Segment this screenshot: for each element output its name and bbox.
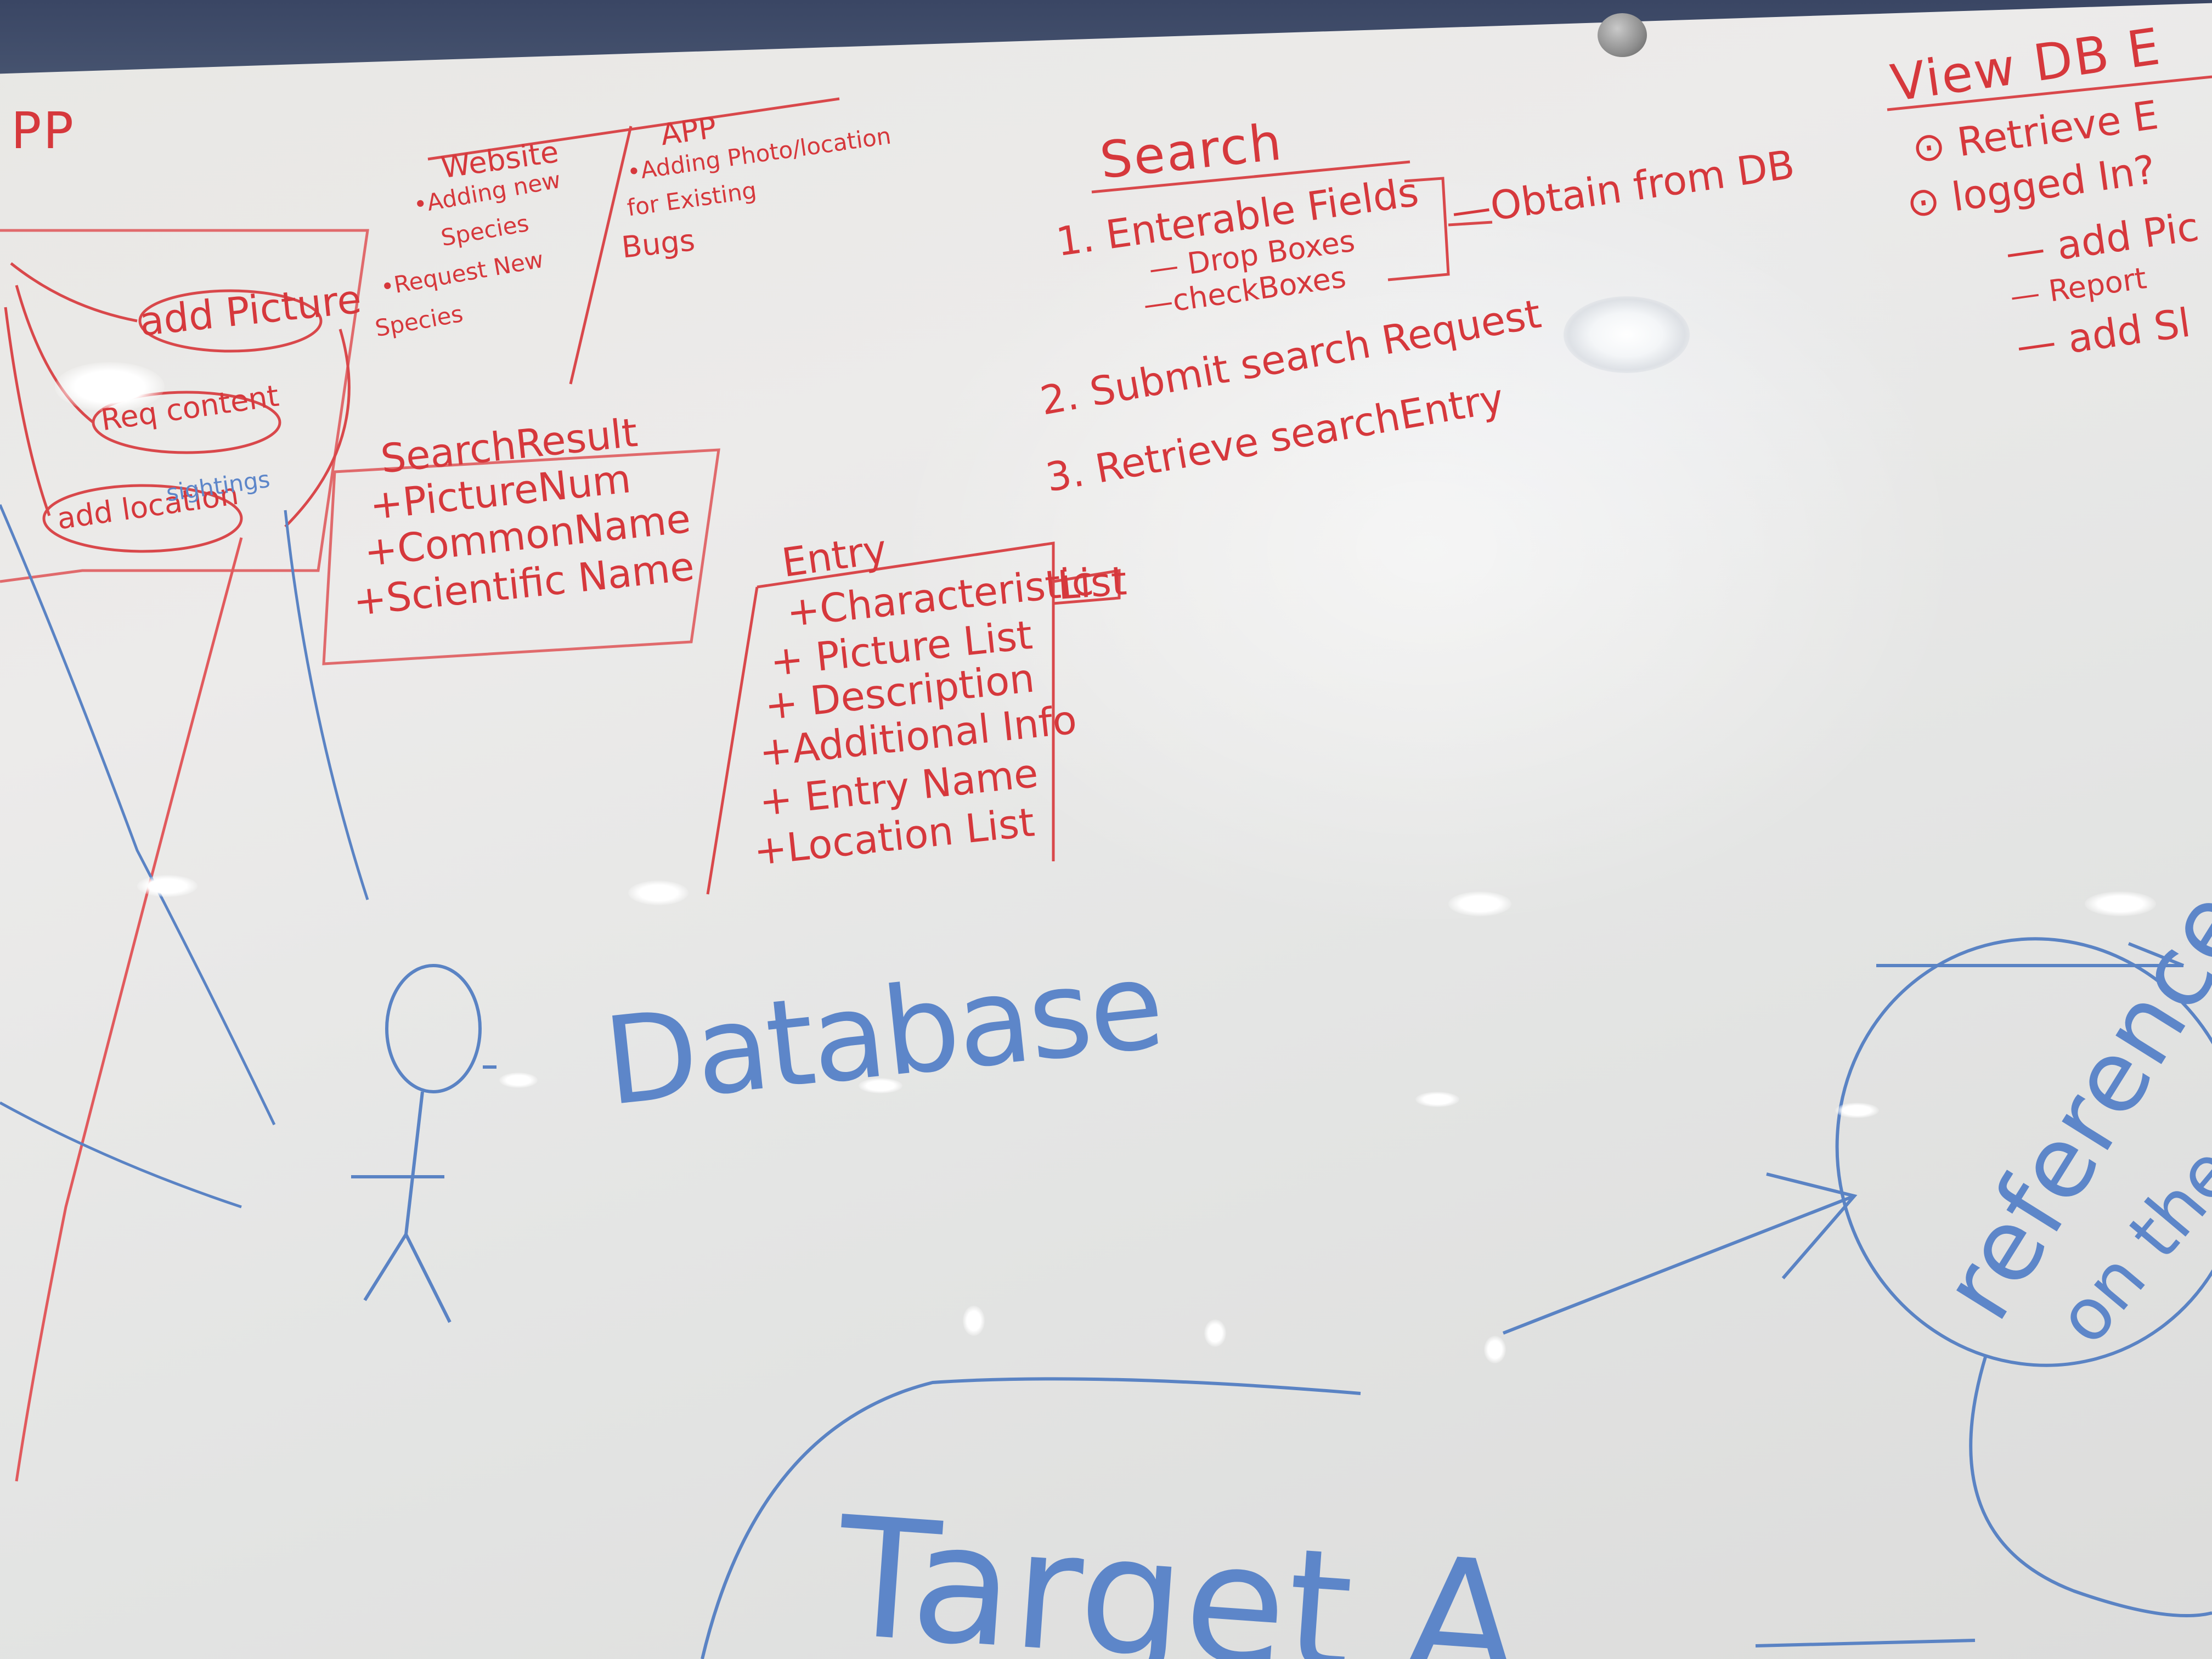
viewdb-underline — [1887, 75, 2212, 111]
search-underline — [1091, 160, 1410, 194]
stick-figure-body — [351, 1091, 452, 1323]
entry-side-label: List — [1056, 557, 1128, 608]
reference-curve — [1969, 1355, 2212, 1617]
left-app-heading: PP — [11, 101, 75, 160]
target-arrow-bottom — [1755, 1639, 1976, 1647]
glare-1 — [137, 875, 198, 897]
glare-11 — [1484, 1336, 1506, 1363]
blue-line-mid — [284, 510, 369, 900]
glare-3 — [1448, 891, 1511, 916]
glare-left — [55, 362, 165, 411]
glare-5 — [499, 1073, 538, 1088]
glare-7 — [1415, 1092, 1459, 1107]
glare-9 — [963, 1306, 985, 1336]
glare-4 — [2085, 891, 2156, 916]
website-app-table-top — [427, 97, 840, 161]
search-result-box — [322, 448, 720, 665]
red-line-left — [15, 537, 243, 1482]
search-bracket — [1387, 177, 1493, 281]
blue-line-left — [0, 504, 276, 1126]
glare-10 — [1204, 1319, 1226, 1347]
target-cloud — [701, 1377, 1361, 1659]
flow-bubble-add-location — [42, 484, 243, 553]
glare-8 — [1835, 1103, 1879, 1118]
reference-arrow — [1502, 1172, 1858, 1335]
board-magnet — [1598, 13, 1647, 57]
website-app-divider — [569, 126, 633, 385]
ceiling-lamp-reflection — [1564, 296, 1690, 373]
flow-bubble-add-picture — [138, 289, 323, 353]
stick-figure-head — [385, 964, 482, 1093]
flow-arrows — [4, 262, 138, 516]
flow-curve — [284, 329, 351, 528]
flow-frame — [0, 229, 369, 583]
glare-2 — [628, 881, 689, 905]
reference-arrow-top — [1876, 942, 2185, 967]
entry-box — [706, 541, 1121, 895]
glare-6 — [859, 1078, 902, 1093]
blue-line-bottom-left — [0, 1101, 242, 1209]
